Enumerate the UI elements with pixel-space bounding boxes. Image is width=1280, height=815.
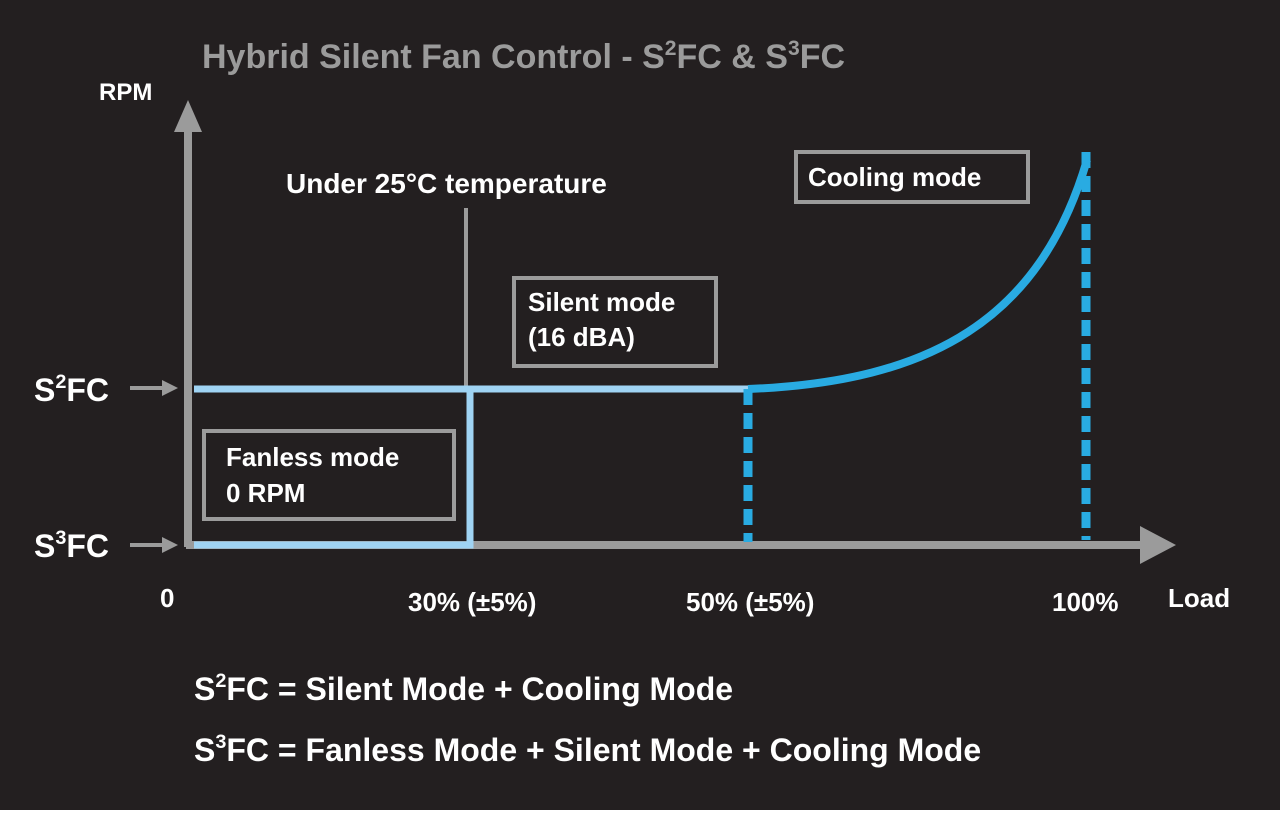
y-axis-arrowhead (174, 100, 202, 132)
s3fc-curve (194, 385, 748, 549)
y-axis-label: RPM (99, 79, 152, 106)
x-axis-arrowhead (1140, 526, 1176, 564)
s3fc-level-marker: S3FC (34, 527, 178, 564)
s2fc-definition: S2FC = Silent Mode + Cooling Mode (194, 670, 733, 707)
fanless-mode-rpm: 0 RPM (226, 478, 305, 508)
temperature-label: Under 25°C temperature (286, 168, 607, 199)
x-tick-100: 100% (1052, 587, 1119, 617)
s3fc-definition: S3FC = Fanless Mode + Silent Mode + Cool… (194, 731, 981, 768)
cooling-mode-box: Cooling mode (794, 150, 1030, 204)
x-tick-50: 50% (±5%) (686, 587, 814, 617)
s2fc-level-marker: S2FC (34, 371, 178, 408)
y-axis: RPM (99, 79, 202, 547)
s2fc-arrow-icon (162, 380, 178, 396)
cooling-curve (747, 158, 1091, 393)
x-tick-0: 0 (160, 583, 174, 613)
silent-mode-label: Silent mode (528, 287, 675, 317)
cooling-mode-label: Cooling mode (808, 162, 981, 192)
s3fc-arrow-icon (162, 537, 178, 553)
s2fc-level-label: S2FC (34, 371, 109, 408)
diagram-title: Hybrid Silent Fan Control - S2FC & S3FC (202, 37, 845, 76)
silent-mode-box: Silent mode (16 dBA) (512, 276, 718, 368)
fanless-mode-label: Fanless mode (226, 442, 399, 472)
s3fc-level-label: S3FC (34, 527, 109, 564)
x-tick-30: 30% (±5%) (408, 587, 536, 617)
x-axis-label: Load (1168, 583, 1230, 613)
silent-mode-noise: (16 dBA) (528, 322, 635, 352)
fanless-mode-box: Fanless mode 0 RPM (202, 429, 456, 521)
